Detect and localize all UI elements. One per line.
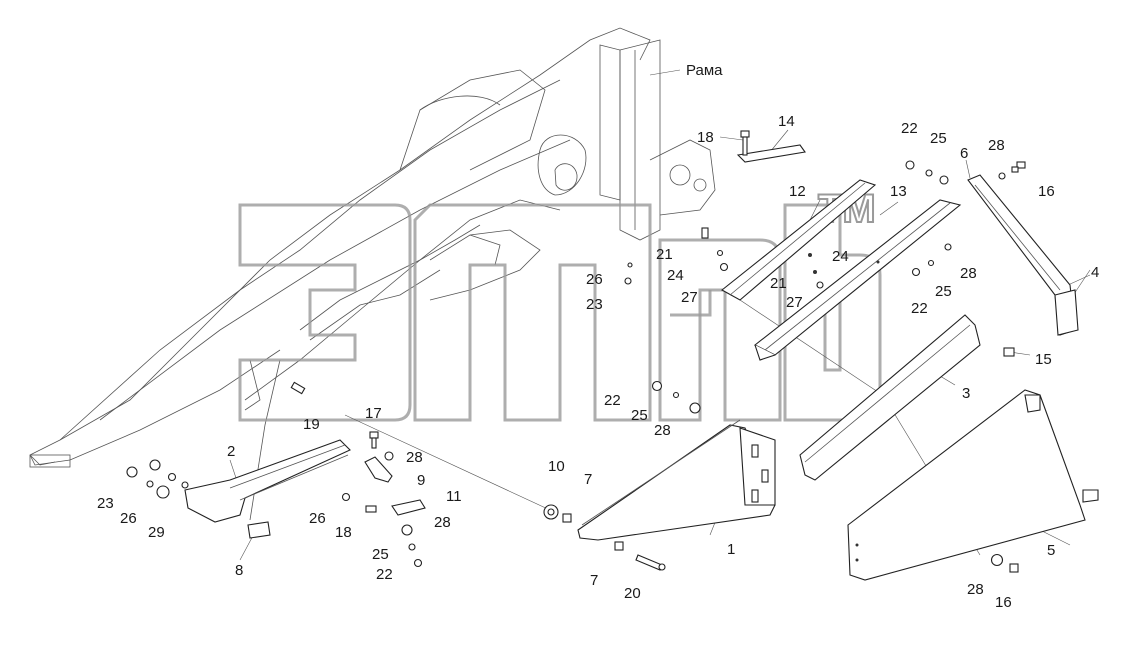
label-frame: Рама	[686, 62, 723, 79]
callout-11: 11	[446, 488, 462, 505]
callout-28: 28	[967, 581, 984, 598]
part-11-bracket	[391, 499, 426, 516]
callout-7: 7	[590, 572, 598, 589]
hardware	[126, 160, 1026, 573]
callout-18: 18	[335, 524, 352, 541]
callout-23: 23	[97, 495, 114, 512]
callout-22: 22	[604, 392, 621, 409]
callout-labels: Рама 18 14 22 25 6 28 16 12 13 21 24 26 …	[97, 62, 1099, 611]
callout-26: 26	[120, 510, 137, 527]
callout-23: 23	[586, 296, 603, 313]
callout-20: 20	[624, 585, 641, 602]
callout-24: 24	[832, 248, 849, 265]
callout-28: 28	[960, 265, 977, 282]
part-8-plate	[247, 521, 271, 539]
callout-15: 15	[1035, 351, 1052, 368]
callout-1: 1	[727, 541, 735, 558]
callout-27: 27	[681, 289, 698, 306]
part-14-bracket	[736, 144, 806, 163]
callout-16: 16	[1038, 183, 1055, 200]
bolt-17	[369, 431, 379, 449]
callout-5: 5	[1047, 542, 1055, 559]
callout-21: 21	[770, 275, 787, 292]
callout-14: 14	[778, 113, 795, 130]
part-3-strip	[799, 314, 981, 481]
callout-18: 18	[697, 129, 714, 146]
callout-3: 3	[962, 385, 970, 402]
callout-25: 25	[372, 546, 389, 563]
part-5-panel	[847, 389, 1086, 581]
callout-22: 22	[376, 566, 393, 583]
callout-2: 2	[227, 443, 235, 460]
callout-4: 4	[1091, 264, 1099, 281]
callout-29: 29	[148, 524, 165, 541]
callout-25: 25	[631, 407, 648, 424]
callout-28: 28	[654, 422, 671, 439]
bolt-18-top	[740, 130, 750, 156]
callout-10: 10	[548, 458, 565, 475]
callout-9: 9	[417, 472, 425, 489]
callout-28: 28	[434, 514, 451, 531]
part-1-guard	[577, 424, 776, 541]
callout-25: 25	[930, 130, 947, 147]
harvester-frame-outline	[29, 27, 716, 521]
callout-26: 26	[309, 510, 326, 527]
callout-21: 21	[656, 246, 673, 263]
callout-17: 17	[365, 405, 382, 422]
callout-22: 22	[911, 300, 928, 317]
callout-27: 27	[786, 294, 803, 311]
part-9-bracket	[364, 456, 393, 483]
callout-8: 8	[235, 562, 243, 579]
callout-22: 22	[901, 120, 918, 137]
callout-12: 12	[789, 183, 806, 200]
callout-25: 25	[935, 283, 952, 300]
callout-26: 26	[586, 271, 603, 288]
callout-19: 19	[303, 416, 320, 433]
callout-28: 28	[406, 449, 423, 466]
callout-6: 6	[960, 145, 968, 162]
callout-13: 13	[890, 183, 907, 200]
part-4-plate	[1054, 289, 1079, 336]
callout-16: 16	[995, 594, 1012, 611]
callout-24: 24	[667, 267, 684, 284]
callout-28: 28	[988, 137, 1005, 154]
bolt-19	[290, 381, 306, 395]
callout-7: 7	[584, 471, 592, 488]
